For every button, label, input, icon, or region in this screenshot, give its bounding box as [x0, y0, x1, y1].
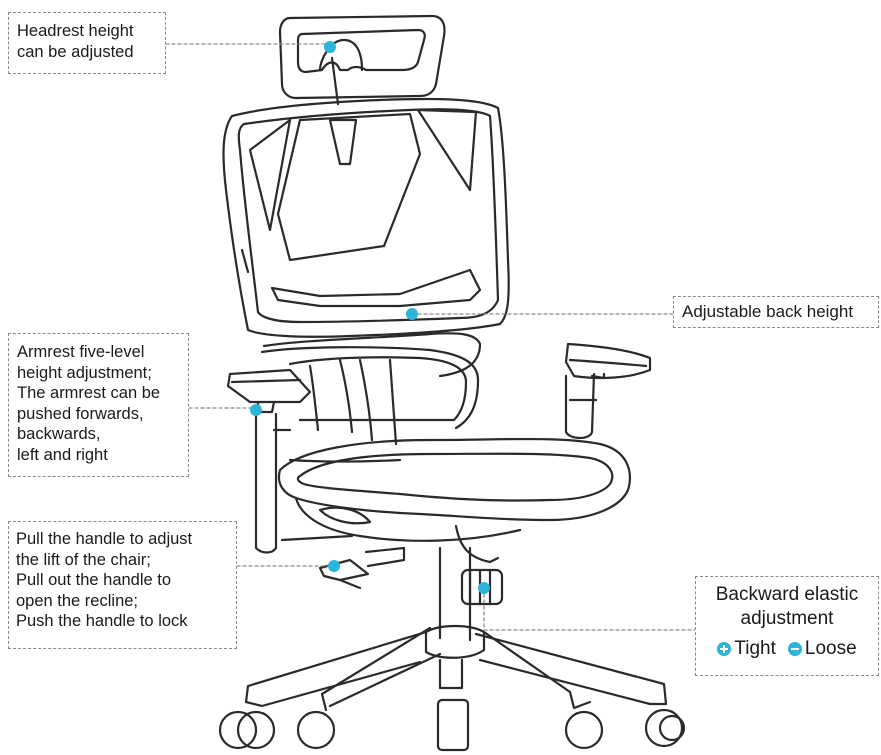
- legend-loose-label: Loose: [805, 637, 857, 661]
- gas-cylinder: [440, 526, 502, 640]
- marker-elastic: [478, 582, 490, 594]
- caster-wheels: [220, 700, 684, 750]
- legend-tight: Tight: [717, 637, 776, 661]
- callout-armrest-line-2: height adjustment;: [17, 363, 180, 384]
- callout-headrest-line-1: Headrest height: [17, 21, 157, 42]
- callout-handle-line-4: open the recline;: [16, 591, 229, 612]
- callout-armrest-line-6: left and right: [17, 445, 180, 466]
- callout-elastic-line-2: adjustment: [700, 607, 874, 631]
- callout-back-line-1: Adjustable back height: [682, 302, 870, 323]
- callout-lift-handle: Pull the handle to adjust the lift of th…: [8, 521, 237, 649]
- callout-armrest-line-3: The armrest can be: [17, 383, 180, 404]
- callout-handle-line-1: Pull the handle to adjust: [16, 529, 229, 550]
- callout-armrest-line-4: pushed forwards,: [17, 404, 180, 425]
- star-base: [246, 626, 666, 710]
- callout-handle-line-3: Pull out the handle to: [16, 570, 229, 591]
- leader-lines: [166, 44, 695, 630]
- headrest: [280, 16, 445, 104]
- callout-back-height: Adjustable back height: [673, 296, 879, 328]
- callout-handle-line-5: Push the handle to lock: [16, 611, 229, 632]
- callout-armrest-line-5: backwards,: [17, 424, 180, 445]
- marker-armrest: [250, 404, 262, 416]
- minus-circle-icon: [788, 642, 802, 656]
- callout-handle-line-2: the lift of the chair;: [16, 550, 229, 571]
- legend-loose: Loose: [788, 637, 857, 661]
- marker-handle: [328, 560, 340, 572]
- callout-backward-elastic: Backward elastic adjustment Tight Loose: [695, 576, 879, 676]
- right-armrest: [566, 344, 650, 438]
- callout-armrest-line-1: Armrest five-level: [17, 342, 180, 363]
- tension-legend: Tight Loose: [700, 637, 874, 661]
- callout-headrest-line-2: can be adjusted: [17, 42, 157, 63]
- lift-handle: [282, 536, 404, 588]
- marker-headrest: [324, 41, 336, 53]
- plus-circle-icon: [717, 642, 731, 656]
- marker-back: [406, 308, 418, 320]
- callout-armrest: Armrest five-level height adjustment; Th…: [8, 333, 189, 477]
- callout-elastic-line-1: Backward elastic: [700, 583, 874, 607]
- callout-headrest: Headrest height can be adjusted: [8, 12, 166, 74]
- backrest: [224, 99, 509, 376]
- legend-tight-label: Tight: [734, 637, 776, 661]
